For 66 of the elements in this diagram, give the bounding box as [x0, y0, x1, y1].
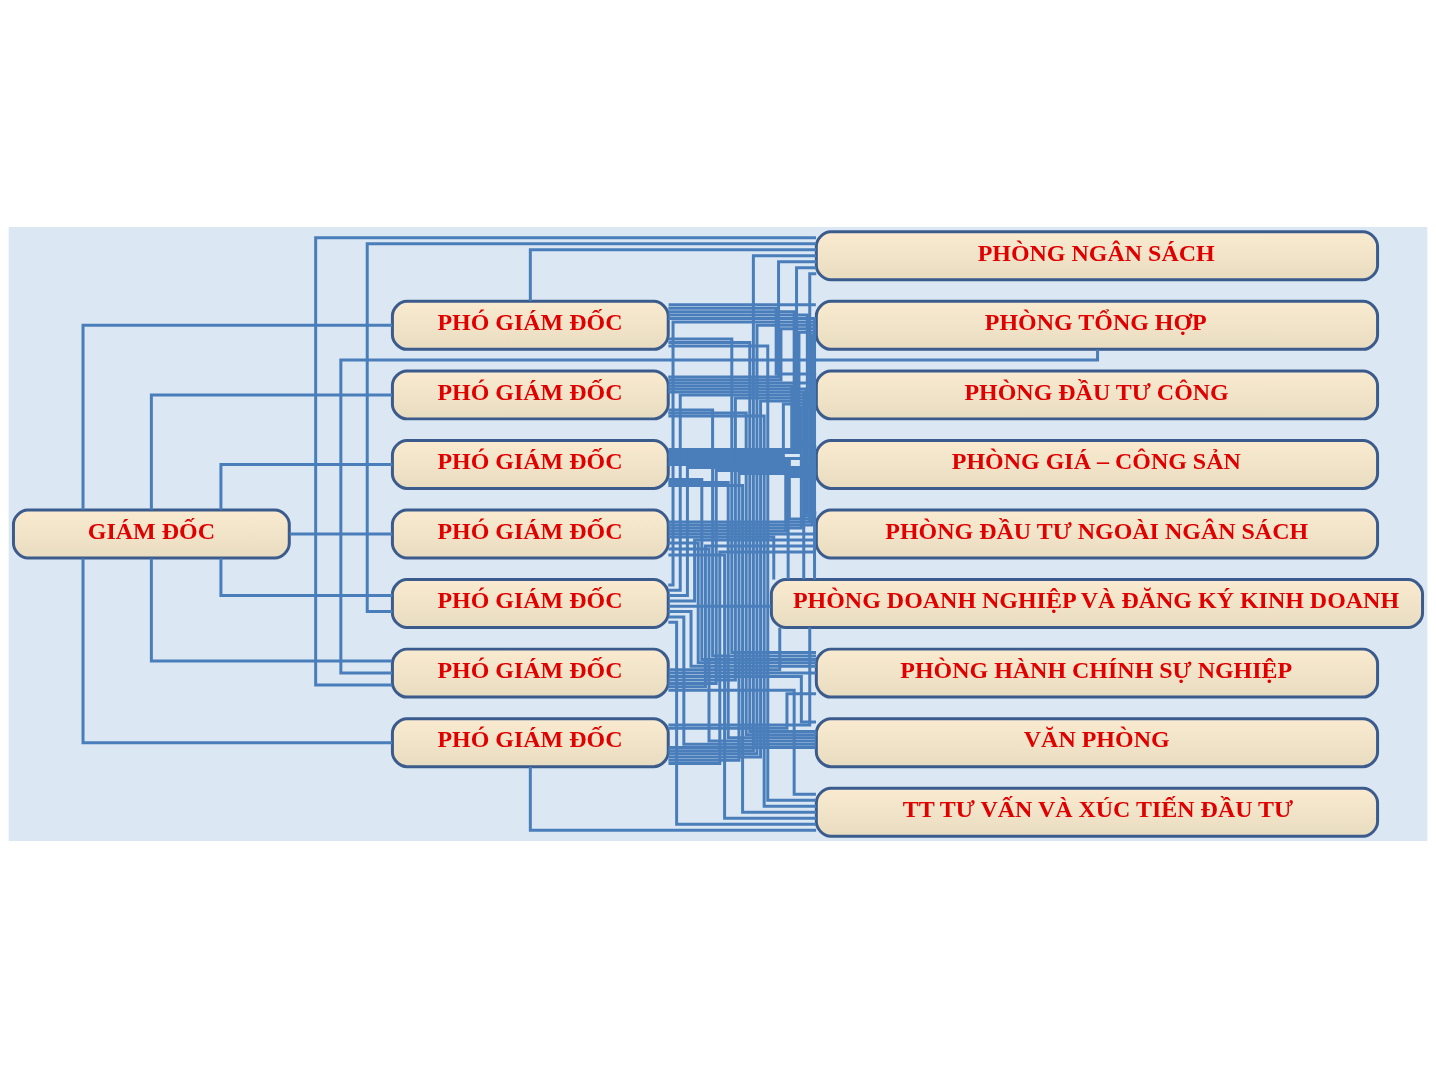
connector — [668, 474, 817, 532]
node-box: PHÒNG NGÂN SÁCH — [814, 229, 1380, 281]
connector — [365, 241, 816, 613]
node-box: PHÓ GIÁM ĐỐC — [390, 508, 670, 559]
connector — [668, 330, 817, 454]
connector — [668, 688, 816, 796]
connector — [668, 326, 817, 381]
connector — [668, 674, 816, 723]
connector — [668, 671, 816, 675]
connector — [668, 333, 817, 526]
node-box: PHÒNG DOANH NGHIỆP VÀ ĐĂNG KÝ KINH DOANH — [769, 577, 1425, 629]
node-box: PHÓ GIÁM ĐỐC — [390, 577, 670, 629]
connector — [81, 557, 393, 744]
connector — [668, 477, 817, 661]
connector — [668, 627, 812, 727]
connector — [528, 766, 817, 832]
connector — [668, 609, 817, 668]
node-box: PHÒNG GIÁ – CÔNG SẢN — [814, 438, 1380, 490]
connector — [668, 535, 776, 579]
connector — [668, 538, 816, 602]
connector — [668, 620, 816, 826]
node-box: PHÒNG HÀNH CHÍNH SỰ NGHIỆP — [814, 647, 1380, 699]
connector — [668, 468, 817, 685]
node-box: PHÓ GIÁM ĐỐC — [390, 368, 670, 420]
node-box: PHÓ GIÁM ĐỐC — [390, 299, 670, 351]
connector — [668, 745, 816, 749]
connector — [149, 558, 392, 663]
connector — [289, 532, 393, 535]
node-box: PHÒNG ĐẦU TƯ CÔNG — [814, 368, 1380, 420]
connector — [668, 337, 816, 654]
connector — [668, 271, 817, 523]
node-box: TT TƯ VẤN VÀ XÚC TIẾN ĐẦU TƯ — [814, 786, 1380, 838]
connector — [668, 691, 817, 730]
connector — [668, 553, 817, 820]
node-box: GIÁM ĐỐC — [11, 508, 291, 559]
connector — [528, 247, 817, 301]
connector — [668, 253, 816, 752]
connector — [668, 483, 816, 814]
connector — [668, 309, 816, 445]
connector — [668, 627, 782, 671]
node-box: PHÓ GIÁM ĐỐC — [390, 647, 670, 699]
node-box: PHÓ GIÁM ĐỐC — [390, 716, 670, 768]
connector — [219, 462, 393, 510]
node-box: PHÒNG ĐẦU TƯ NGOÀI NGÂN SÁCH — [814, 508, 1380, 559]
connector — [668, 532, 816, 535]
connector — [339, 348, 1100, 675]
node-box: VĂN PHÒNG — [814, 716, 1380, 768]
connector — [668, 401, 817, 457]
connector — [668, 465, 816, 597]
connector — [668, 259, 817, 378]
connector — [81, 323, 393, 510]
node-box: PHÓ GIÁM ĐỐC — [390, 438, 670, 490]
connector — [668, 544, 817, 688]
connector — [219, 557, 393, 597]
connector — [668, 383, 817, 448]
connector — [668, 302, 816, 306]
connector — [668, 413, 817, 808]
connector — [668, 614, 817, 746]
connector — [668, 604, 771, 608]
connector — [149, 392, 392, 510]
connector — [668, 386, 817, 517]
connector — [668, 265, 817, 451]
connector — [314, 235, 816, 687]
connector — [668, 462, 790, 579]
connector — [668, 541, 817, 664]
node-box: PHÒNG TỔNG HỢP — [814, 299, 1380, 351]
